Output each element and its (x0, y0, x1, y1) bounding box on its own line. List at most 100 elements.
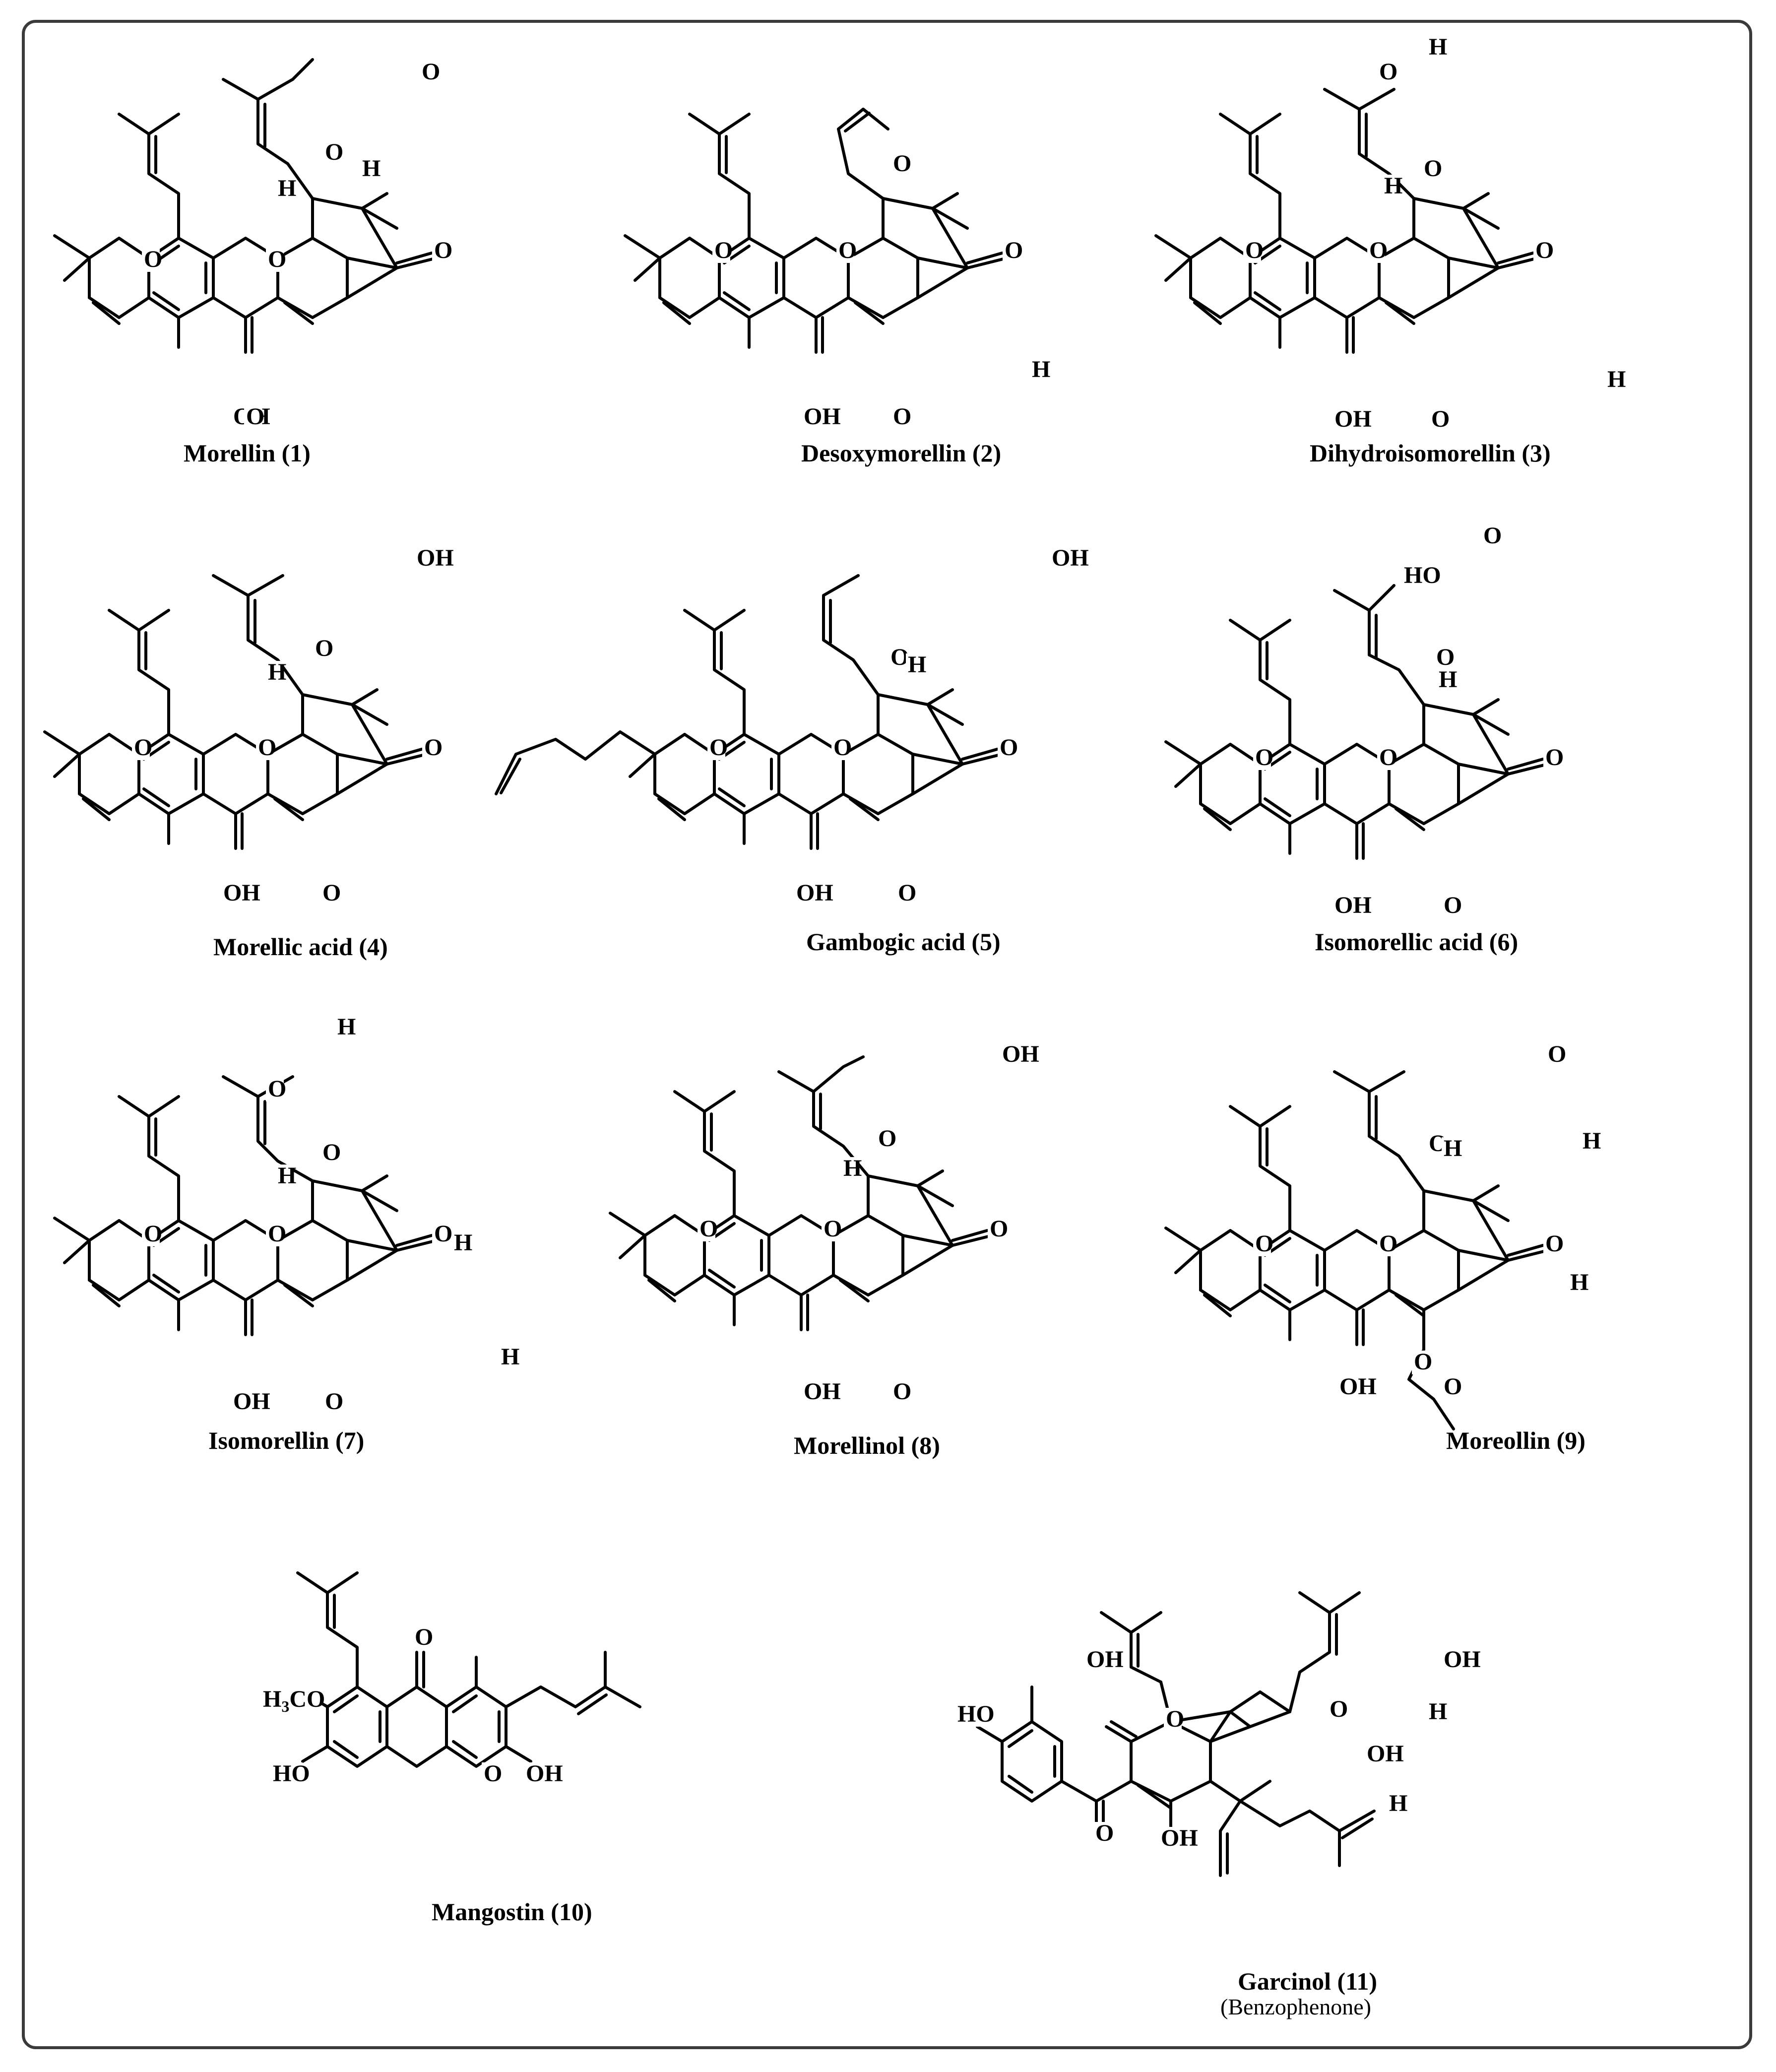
cage-oxygen-label-bg (876, 1127, 894, 1151)
caption-isomorellic-acid: Isomorellic acid (6) (1315, 928, 1518, 956)
hydroxyl-label-bg (1084, 1648, 1116, 1672)
ring-oxygen-label: O (838, 237, 857, 263)
ketone-oxygen-label: O (325, 1388, 343, 1415)
ring-oxygen-label-bg (266, 1223, 284, 1246)
ketone-oxygen-label-bg (988, 1218, 1006, 1241)
caption-isomorellin: Isomorellin (7) (208, 1426, 364, 1454)
ring-oxygen-label: O (833, 734, 852, 761)
vinyl-hydrogen-label-bg (1382, 175, 1400, 198)
cage-oxygen-label-bg (888, 646, 906, 670)
hydroxyl-label-bg (794, 882, 826, 906)
carboxyl-hydroxyl-label-bg (1402, 564, 1434, 588)
ketone-oxygen-label-bg (422, 736, 440, 760)
ring-hydrogen-label: H (1570, 1269, 1588, 1295)
hydroxyl-label: OH (1334, 892, 1372, 918)
ring-oxygen-label: O (1255, 1230, 1273, 1257)
hydroxyl-label: OH (1086, 1646, 1124, 1673)
aldehyde-hydrogen-label-bg (335, 1016, 353, 1039)
compound-2-structure (625, 108, 1007, 352)
aldehyde-hydrogen-label-bg (1427, 36, 1445, 60)
atom-labels: OOOOOHHOHOOOOOHOHOOOOOHOHHOHOOOOOOHHOHOO… (132, 34, 1626, 1851)
aldehyde-oxygen-label: O (422, 59, 440, 85)
ring-oxygen-label: O (699, 1216, 718, 1242)
cage-oxygen-label-bg (313, 637, 331, 661)
ketone-oxygen-label: O (1444, 892, 1462, 918)
bridgehead-hydrogen-label-bg (499, 1346, 517, 1369)
ketone-oxygen-label-bg (1093, 1822, 1111, 1846)
hydroxy-hydrogen-label-bg (360, 157, 378, 181)
ketone-oxygen-label: O (1431, 406, 1450, 432)
hydroxyl-label-bg (524, 1762, 556, 1786)
compound-8-structure (610, 1055, 992, 1330)
caption-mangostin: Mangostin (10) (432, 1898, 592, 1926)
ketone-oxygen-label-bg (1543, 1232, 1561, 1256)
enol-hydroxyl-label-bg (1159, 1827, 1191, 1851)
caption-morellinol: Morellinol (8) (794, 1431, 940, 1459)
vinyl-hydrogen-label: H (278, 175, 296, 201)
ketone-oxygen-label-bg (896, 882, 914, 906)
carboxyl-hydroxyl-label-bg (415, 547, 446, 571)
ring-oxygen-label: O (484, 1760, 502, 1787)
hydroxyl-label-bg (1332, 408, 1364, 432)
hydroxy-hydrogen-label: H (362, 155, 381, 182)
ketone-oxygen-label: O (322, 880, 341, 906)
ring-oxygen-label-bg (142, 248, 160, 272)
ring-oxygen-label: O (714, 237, 733, 263)
hydroxy-hydrogen-label: H (1583, 1128, 1601, 1154)
vinyl-hydrogen-label: H (908, 651, 926, 678)
vinyl-hydrogen-label-bg (906, 653, 924, 677)
ketone-oxygen-label: O (1330, 1696, 1348, 1722)
bridgehead-hydrogen-label: H (1032, 356, 1050, 383)
ring-oxygen-label-bg (1253, 746, 1271, 770)
hydroxyl-label: OH (233, 1388, 270, 1415)
ring-oxygen-label-bg (1367, 239, 1385, 263)
ring-oxygen-label: O (268, 1221, 286, 1247)
methoxy-label: H3CO (263, 1686, 325, 1715)
ring-oxygen-label: O (1255, 744, 1273, 771)
hydroxyl-label-bg (1332, 894, 1364, 918)
carboxyl-hydroxyl-label: OH (417, 545, 454, 571)
hydroxyl-label-bg (1442, 1648, 1473, 1672)
vinyl-hydrogen-label: H (1439, 666, 1457, 693)
vinyl-hydrogen-label: H (843, 1155, 862, 1181)
ring-oxygen-label-bg (1377, 1232, 1395, 1256)
ketone-oxygen-label-bg (1328, 1698, 1345, 1722)
hydroxyl-label-bg (802, 405, 833, 429)
compound-4-structure (45, 574, 427, 848)
hydroxyl-label: OH (796, 880, 833, 906)
ring-oxygen-label-bg (482, 1762, 500, 1786)
cage-oxygen-label: O (322, 1139, 341, 1166)
compound-7-structure (55, 1075, 437, 1335)
cage-oxygen-label-bg (1434, 646, 1452, 670)
bridgehead-hydrogen-label-bg (1605, 368, 1623, 392)
ketone-oxygen-label-bg (432, 1223, 450, 1246)
ketone-oxygen-label-bg (1442, 894, 1459, 918)
ketone-oxygen-label: O (424, 734, 443, 761)
hydroxyl-label: OH (804, 1378, 841, 1405)
ring-oxygen-label-bg (836, 239, 854, 263)
hydroxyl-label: OH (1002, 1041, 1039, 1067)
ring-oxygen-label: O (824, 1216, 842, 1242)
ring-oxygen-label-bg (266, 248, 284, 272)
caption-garcinol-subtitle: (Benzophenone) (1220, 1994, 1371, 2019)
hydroxyl-label-bg (221, 882, 253, 906)
caption-gambogic-acid: Gambogic acid (5) (806, 928, 1001, 956)
ketone-oxygen-label-bg (1003, 239, 1020, 263)
compound-10-structure (296, 1571, 641, 1768)
ring-oxygen-label: O (1369, 237, 1388, 263)
ring-oxygen-label-bg (1253, 1232, 1271, 1256)
vinyl-hydrogen-label: H (1444, 1135, 1462, 1162)
cage-oxygen-label: O (1424, 155, 1442, 182)
caption-garcinol: Garcinol (11) (1238, 1967, 1377, 1995)
ring-oxygen-label-bg (698, 1218, 715, 1241)
caption-morellin: Morellin (1) (184, 439, 311, 467)
hydroxyl-label: OH (526, 1760, 563, 1787)
vinyl-hydrogen-label-bg (841, 1157, 859, 1181)
ketone-oxygen-label: O (246, 403, 264, 430)
enol-hydroxyl-label: OH (1161, 1825, 1198, 1851)
ketone-oxygen-label: O (893, 403, 911, 430)
bridgehead-hydrogen-label-bg (1030, 358, 1048, 382)
ketone-oxygen-label-bg (998, 736, 1015, 760)
hydroxyl-label: OH (1367, 1741, 1404, 1767)
